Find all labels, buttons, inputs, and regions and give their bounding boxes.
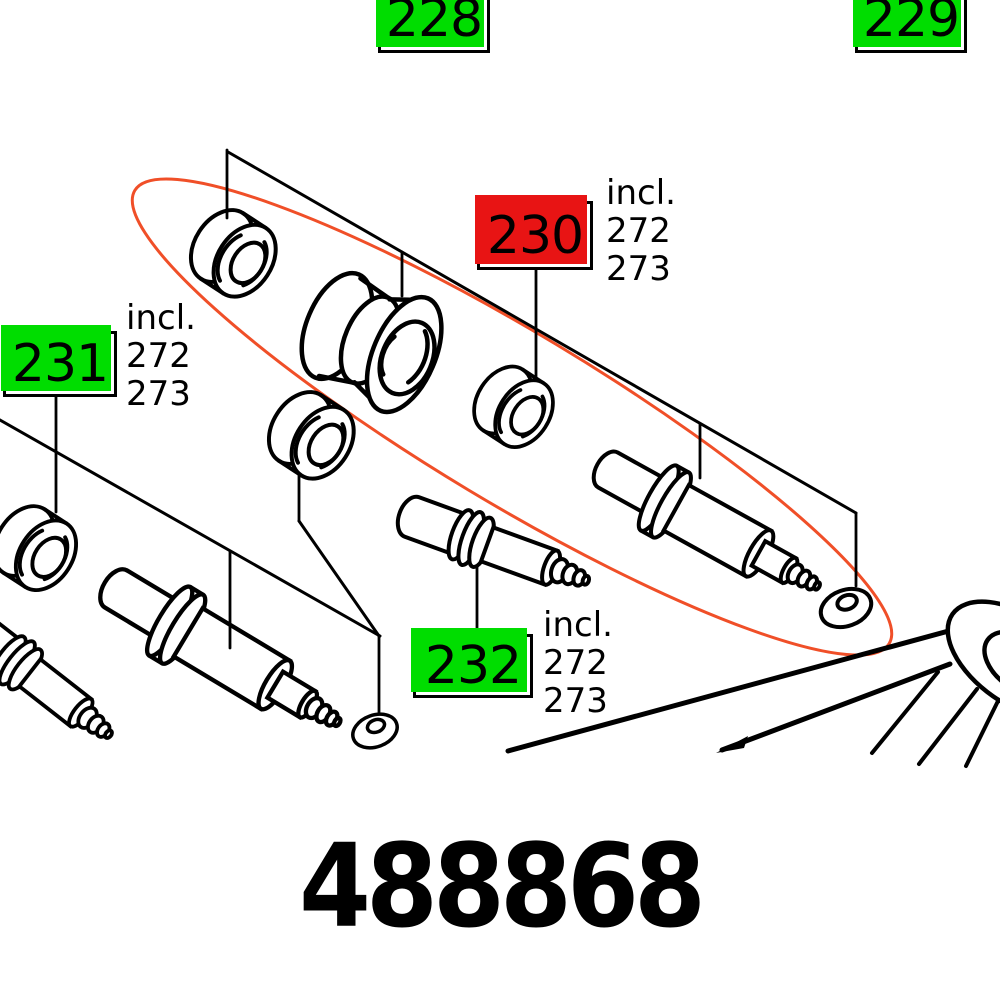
tag-231[interactable]: 231 xyxy=(1,325,117,397)
bearing-231 xyxy=(0,493,91,604)
tag-228-label: 228 xyxy=(385,0,483,49)
pointer-lines xyxy=(0,150,858,638)
tag-230-selected[interactable]: 230 xyxy=(475,195,593,270)
tag-229[interactable]: 229 xyxy=(853,0,967,53)
leader-lines xyxy=(54,148,858,714)
corner-assembly xyxy=(505,599,1000,768)
tag-232-label: 232 xyxy=(424,636,522,696)
arrow-tip-icon xyxy=(716,736,748,753)
shaft-bottom-left xyxy=(84,548,360,758)
part-number: 488868 xyxy=(299,820,706,954)
washer-right xyxy=(813,580,879,636)
tag-231-label: 231 xyxy=(11,334,109,394)
highlight-ellipse xyxy=(130,177,894,657)
bearing-lower xyxy=(254,378,369,493)
tag-228[interactable]: 228 xyxy=(376,0,490,53)
tag-230-label: 230 xyxy=(486,205,584,266)
spindle-bottom-left xyxy=(0,595,130,759)
tag-232[interactable]: 232 xyxy=(411,628,533,698)
washer-bottom xyxy=(346,706,404,756)
tag-229-label: 229 xyxy=(862,0,960,49)
bearing-right xyxy=(460,354,567,460)
spindle-right xyxy=(577,429,840,622)
